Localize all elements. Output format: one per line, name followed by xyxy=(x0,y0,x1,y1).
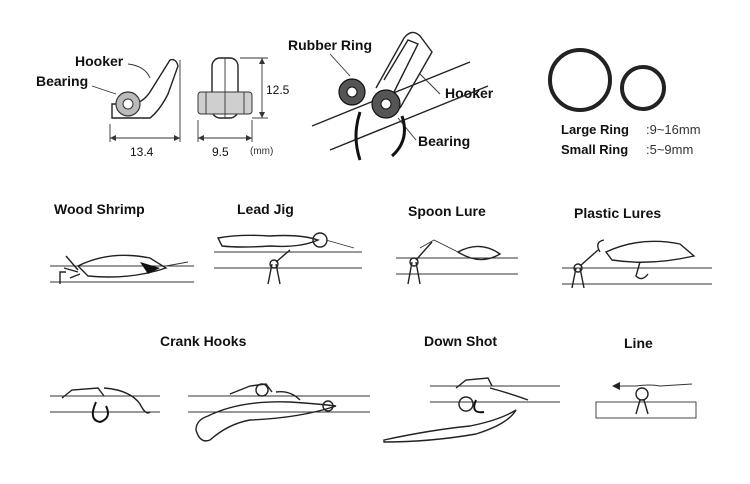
mounted-view: Rubber Ring Hooker Bearing xyxy=(288,31,494,161)
hooker-label: Hooker xyxy=(75,53,124,69)
dim-height-value: 12.5 xyxy=(266,83,290,97)
usage-down-shot: Down Shot xyxy=(383,333,560,443)
dim-unit: (mm) xyxy=(250,146,273,157)
hooker-frame xyxy=(375,31,433,109)
worm-body xyxy=(195,401,337,442)
usage-wood-shrimp: Wood Shrimp xyxy=(50,201,194,284)
usage-lead-jig: Lead Jig xyxy=(214,201,362,285)
down-shot-label: Down Shot xyxy=(424,333,497,349)
spoon-lure-label: Spoon Lure xyxy=(408,203,486,219)
bearing-leader xyxy=(91,85,117,95)
usage-plastic-lures: Plastic Lures xyxy=(562,205,712,289)
usage-spoon-lure: Spoon Lure xyxy=(396,203,518,285)
front-view: Hooker Bearing 13.4 xyxy=(36,53,181,159)
line-label: Line xyxy=(624,335,653,351)
rod-blank xyxy=(595,401,697,419)
usage-line: Line xyxy=(595,335,697,419)
small-ring xyxy=(620,65,666,111)
lead-jig-label: Lead Jig xyxy=(237,201,294,217)
bearing-label: Bearing xyxy=(36,73,88,89)
shrimp-body xyxy=(76,254,168,278)
usage-crank-hooks: Crank Hooks xyxy=(50,333,370,442)
crank-hooks-label: Crank Hooks xyxy=(160,333,247,349)
rubber-ring xyxy=(354,111,406,161)
jig-body xyxy=(216,234,320,248)
dim-depth-value: 9.5 xyxy=(212,145,229,159)
large-ring-range: :9~16mm xyxy=(646,122,701,137)
plastic-lure-body xyxy=(604,240,696,263)
hooker-leader xyxy=(127,63,151,79)
fishing-line xyxy=(614,383,693,387)
rubber-ring-label: Rubber Ring xyxy=(288,37,372,53)
spoon-body xyxy=(456,245,502,261)
large-ring xyxy=(548,48,612,112)
large-ring-label: Large Ring xyxy=(561,122,629,137)
rings-section: Large Ring :9~16mm Small Ring :5~9mm xyxy=(548,48,701,157)
plastic-lures-label: Plastic Lures xyxy=(574,205,661,221)
dim-width-value: 13.4 xyxy=(130,145,154,159)
bearing-label-2: Bearing xyxy=(418,133,470,149)
bearing-inner xyxy=(122,98,134,110)
small-ring-range: :5~9mm xyxy=(646,142,693,157)
small-ring-label: Small Ring xyxy=(561,142,628,157)
down-shot-worm xyxy=(383,409,517,443)
rubber-ring-leader xyxy=(329,53,351,77)
wood-shrimp-label: Wood Shrimp xyxy=(54,201,145,217)
hooker-leader-2 xyxy=(419,73,441,95)
side-view: 12.5 9.5 (mm) xyxy=(197,57,290,159)
hooker-shape xyxy=(111,58,179,119)
